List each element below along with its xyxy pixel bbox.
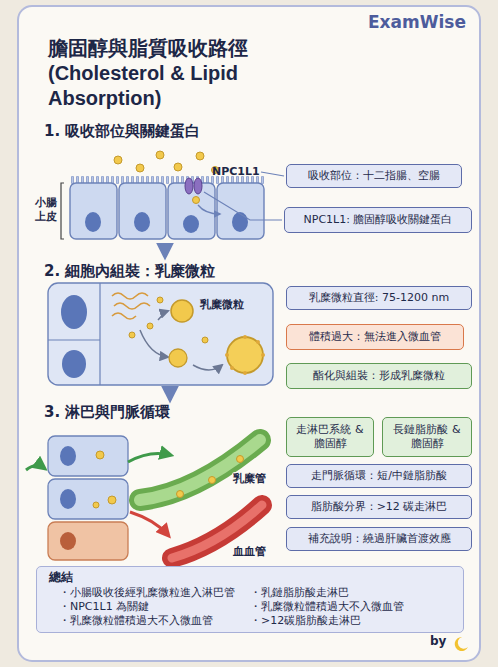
- cells-stack: [48, 436, 128, 560]
- flow-arrow: [26, 465, 44, 470]
- summary-box: 總結・小腸吸收後經乳糜微粒進入淋巴管・NPC1L1 為關鍵・乳糜微粒體積過大不入…: [36, 566, 464, 633]
- box-text: 體積過大：無法進入微血管: [309, 330, 441, 344]
- brand-name: ExamWise: [340, 12, 466, 33]
- cholesterol-dots: [114, 151, 219, 204]
- info-box: NPC1L1: 膽固醇吸收關鍵蛋白: [284, 207, 472, 233]
- summary-item: ・乳糜微粒體積過大不入微血管: [250, 600, 451, 614]
- info-box: 脂肪酸分界：>12 碳走淋巴: [286, 495, 472, 519]
- section-heading: 2. 細胞內組裝：乳糜微粒: [44, 262, 284, 281]
- info-box: 補充說明：繞過肝臟首渡效應: [286, 527, 472, 551]
- signature: by: [430, 634, 452, 649]
- lacteal: [140, 440, 260, 500]
- box-text: 吸收部位：十二指腸、空腸: [308, 169, 440, 183]
- flow-arrow: [164, 244, 167, 257]
- box-text: 走門脈循環：短/中鏈脂肪酸: [311, 469, 447, 483]
- info-box: 乳糜微粒直徑: 75-1200 nm: [286, 286, 472, 310]
- section-heading: 1. 吸收部位與關鍵蛋白: [44, 122, 284, 141]
- info-box: 吸收部位：十二指腸、空腸: [286, 164, 462, 188]
- part-label: 乳糜微粒: [199, 298, 251, 312]
- flow-arrow: [128, 454, 170, 462]
- summary-item: ・乳鏈脂肪酸走淋巴: [250, 586, 451, 600]
- part-label: NPC1L1: [212, 165, 260, 179]
- box-text: 酯化與組裝：形成乳糜微粒: [313, 369, 445, 383]
- box-text: 乳糜微粒直徑: 75-1200 nm: [309, 291, 449, 305]
- card: [18, 6, 480, 661]
- summary-item: ・小腸吸收後經乳糜微粒進入淋巴管: [49, 586, 250, 600]
- summary-heading: 總結: [49, 570, 451, 586]
- box-text: 脂肪酸分界：>12 碳走淋巴: [311, 500, 448, 514]
- route-box: 走淋巴系統 & 膽固醇: [286, 417, 374, 457]
- summary-item: ・>12碳脂肪酸走淋巴: [250, 614, 451, 628]
- box-text: 補充說明：繞過肝臟首渡效應: [308, 532, 451, 546]
- box-text: 走淋巴系統 & 膽固醇: [293, 423, 367, 452]
- moon-icon: [455, 637, 468, 651]
- enterocyte: [48, 283, 273, 385]
- flow-arrow: [130, 512, 168, 535]
- epithelium: [61, 176, 266, 239]
- part-label: 乳糜管: [232, 472, 274, 486]
- leader-line: [204, 192, 282, 220]
- section-heading: 3. 淋巴與門脈循環: [44, 403, 274, 422]
- summary-item: ・NPC1L1 為關鍵: [49, 600, 250, 614]
- warning-box: 體積過大：無法進入微血管: [286, 324, 464, 350]
- box-text: NPC1L1: 膽固醇吸收關鍵蛋白: [304, 213, 453, 227]
- title: 膽固醇與脂質吸收路徑 (Cholesterol & Lipid Absorpti…: [48, 36, 338, 111]
- box-text: 長鏈脂肪酸 & 膽固醇: [389, 423, 465, 452]
- route-box: 長鏈脂肪酸 & 膽固醇: [382, 417, 472, 457]
- info-box: 走門脈循環：短/中鏈脂肪酸: [286, 464, 472, 488]
- npc1l1-protein: [185, 178, 220, 214]
- part-label: 血血管: [232, 545, 274, 559]
- summary-item: ・乳糜微粒體積過大不入微血管: [49, 614, 250, 628]
- leader-line: [261, 172, 284, 176]
- flow-arrow: [169, 389, 172, 400]
- part-label: 小腸 上皮: [33, 196, 59, 224]
- process-box: 酯化與組裝：形成乳糜微粒: [286, 363, 472, 389]
